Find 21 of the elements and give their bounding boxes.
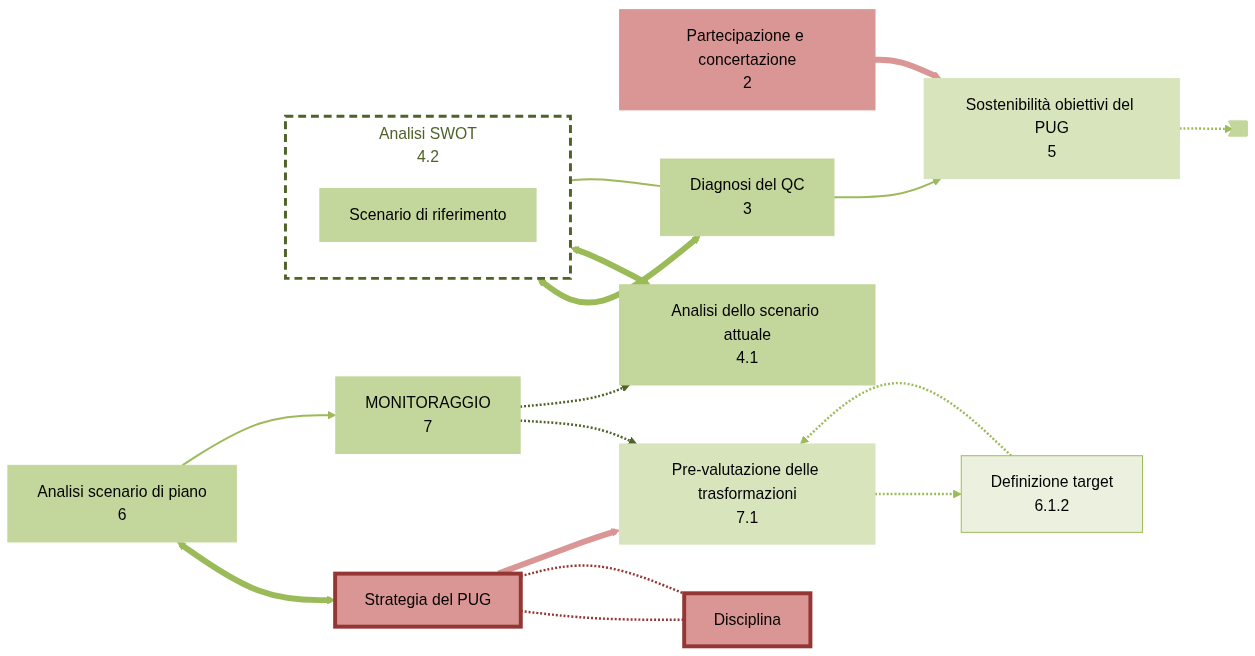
arrow xyxy=(875,489,962,499)
arrow xyxy=(570,246,651,286)
arrow xyxy=(537,235,701,306)
node-box: MONITORAGGIO 7 xyxy=(335,376,521,454)
node-box: Pre-valutazione delle trasformazioni 7.1 xyxy=(619,443,876,545)
arrow xyxy=(1179,124,1234,134)
arrow xyxy=(520,419,638,445)
node-box: Strategia del PUG xyxy=(333,571,523,629)
node-box: Sostenibilità obiettivi del PUG 5 xyxy=(923,77,1181,180)
node-box: Disciplina xyxy=(682,591,813,649)
node-box: Analisi scenario di piano 6 xyxy=(7,464,237,543)
node-box: Diagnosi del QC 3 xyxy=(660,158,835,237)
arrow xyxy=(520,384,630,408)
arrow xyxy=(875,56,942,80)
node-box: Partecipazione e concertazione 2 xyxy=(619,9,876,111)
node-box: Definizione target 6.1.2 xyxy=(960,455,1143,533)
arrow xyxy=(800,382,1013,457)
node-box: Analisi dello scenario attuale 4.1 xyxy=(619,284,876,386)
node-box: Scenario di riferimento xyxy=(319,188,537,243)
arrow xyxy=(833,177,942,199)
arrow xyxy=(181,410,337,467)
